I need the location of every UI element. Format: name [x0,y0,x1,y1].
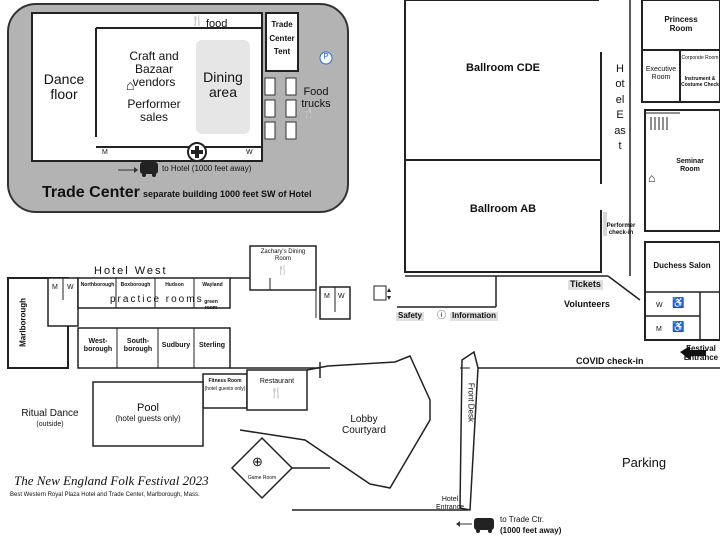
practice-rooms-label: practice rooms [110,294,204,305]
safety-label: Safety [396,311,425,321]
to-trade-ctr-label: to Trade Ctr. [500,515,545,524]
trade-center-title: Trade Center [42,184,140,201]
fitness-note: (hotel guests only) [204,386,246,392]
hotel-entrance-label: Hotel Entrance [435,496,465,511]
dance-floor-label: Dance floor [43,71,85,103]
festival-title: The New England Folk Festival 2023 [14,473,209,488]
hotel-east-label: Hotel East [614,63,626,152]
fork-knife-icon: 🍴 [270,388,283,399]
hotel-west-label: Hotel West [94,265,168,277]
parking-badge: P [323,52,329,61]
restaurant-label: Restaurant [259,378,295,385]
festival-entrance-label: Festival Entrance [683,344,719,362]
to-hotel-label: to Hotel (1000 feet away) [162,164,252,173]
ballroom-cde-label: Ballroom CDE [466,62,540,74]
room-wayland: Wayland [202,282,223,288]
executive-room-label: Executive Room [645,66,677,81]
parking-label: Parking [622,455,667,470]
ritual-dance-label: Ritual Dance [21,408,79,419]
ritual-note: (outside) [36,421,64,428]
craft-vendors-label: Craft and Bazaar vendors [129,49,179,90]
room-northborough: Northborough [80,282,115,288]
fork-knife-icon: 🍴 [302,108,315,119]
room-hudson: Hudson [165,282,184,288]
pool-label: Pool [136,402,160,414]
room-southborough: South-borough [123,338,153,353]
first-aid-icon: ⊕ [252,454,263,469]
restroom-m-zachary: M [324,293,330,300]
front-desk-label: Front Desk [466,382,476,422]
fork-knife-icon: 🍴 [191,16,204,27]
restroom-m-east: M [656,326,662,333]
food-trucks-label: Food trucks [301,86,331,111]
tickets-label: Tickets [568,279,603,290]
instrument-check-label: Instrument & Costume Check [681,76,719,88]
coat-hanger-icon: ⌂ [126,77,135,93]
information-label: Information [450,311,498,321]
pool-note: (hotel guests only) [115,414,181,423]
room-sterling: Sterling [198,342,226,349]
game-room-label: Game Room [247,475,277,481]
zacharys-label: Zachary's Dining Room [260,249,306,262]
accessible-icon: ♿ [672,322,685,333]
marlborough-label: Marlborough [18,297,28,347]
food-label: food [206,18,228,30]
coat-hanger-icon: ⌂ [648,171,656,185]
seminar-room-label: Seminar Room [676,158,704,173]
ballroom-ab-label: Ballroom AB [469,203,537,215]
fork-knife-icon: 🍴 [277,265,289,275]
corporate-room-label: Corporate Room [681,55,719,61]
duchess-salon-label: Duchess Salon [653,261,711,270]
info-icon: ⓘ [437,310,447,320]
trade-center-subtitle: separate building 1000 feet SW of Hotel [143,189,312,199]
restroom-m-trade: M [102,149,108,156]
restroom-w-west: W [67,284,74,291]
restroom-w-east: W [656,302,663,309]
performer-checkin-label: Performer check-in [606,223,636,236]
room-boxborough: Boxborough [120,282,151,288]
to-trade-distance-label: (1000 feet away) [500,526,562,535]
fitness-room-label: Fitness Room [208,378,242,384]
green-room-label: green room [204,299,218,311]
festival-subtitle: Best Western Royal Plaza Hotel and Trade… [10,492,200,498]
accessible-icon: ♿ [672,298,685,309]
princess-room-label: Princess Room [664,15,698,33]
restroom-w-trade: W [246,149,253,156]
dining-area-label: Dining area [203,69,243,101]
restroom-w-zachary: W [338,293,345,300]
restroom-m-west: M [52,284,58,291]
performer-sales-label: Performer sales [127,97,181,125]
room-westborough: West-borough [83,338,113,353]
covid-checkin-label: COVID check-in [576,356,644,366]
lobby-courtyard-label: Lobby Courtyard [342,414,386,436]
trade-center-tent-label: Trade Center Tent [269,20,295,57]
room-sudbury: Sudbury [161,342,191,349]
volunteers-label: Volunteers [564,299,610,309]
